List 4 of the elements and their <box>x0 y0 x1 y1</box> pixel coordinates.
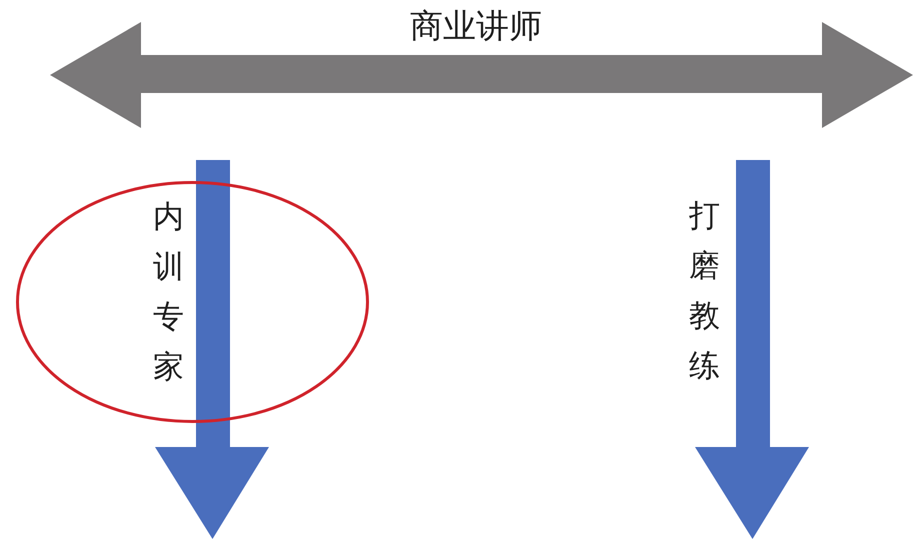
vertical-label: 打磨教练 <box>689 197 720 386</box>
highlight-ellipse <box>16 181 369 423</box>
vertical-label: 内训专家 <box>153 198 184 387</box>
arrow-label: 商业讲师 <box>410 6 542 46</box>
